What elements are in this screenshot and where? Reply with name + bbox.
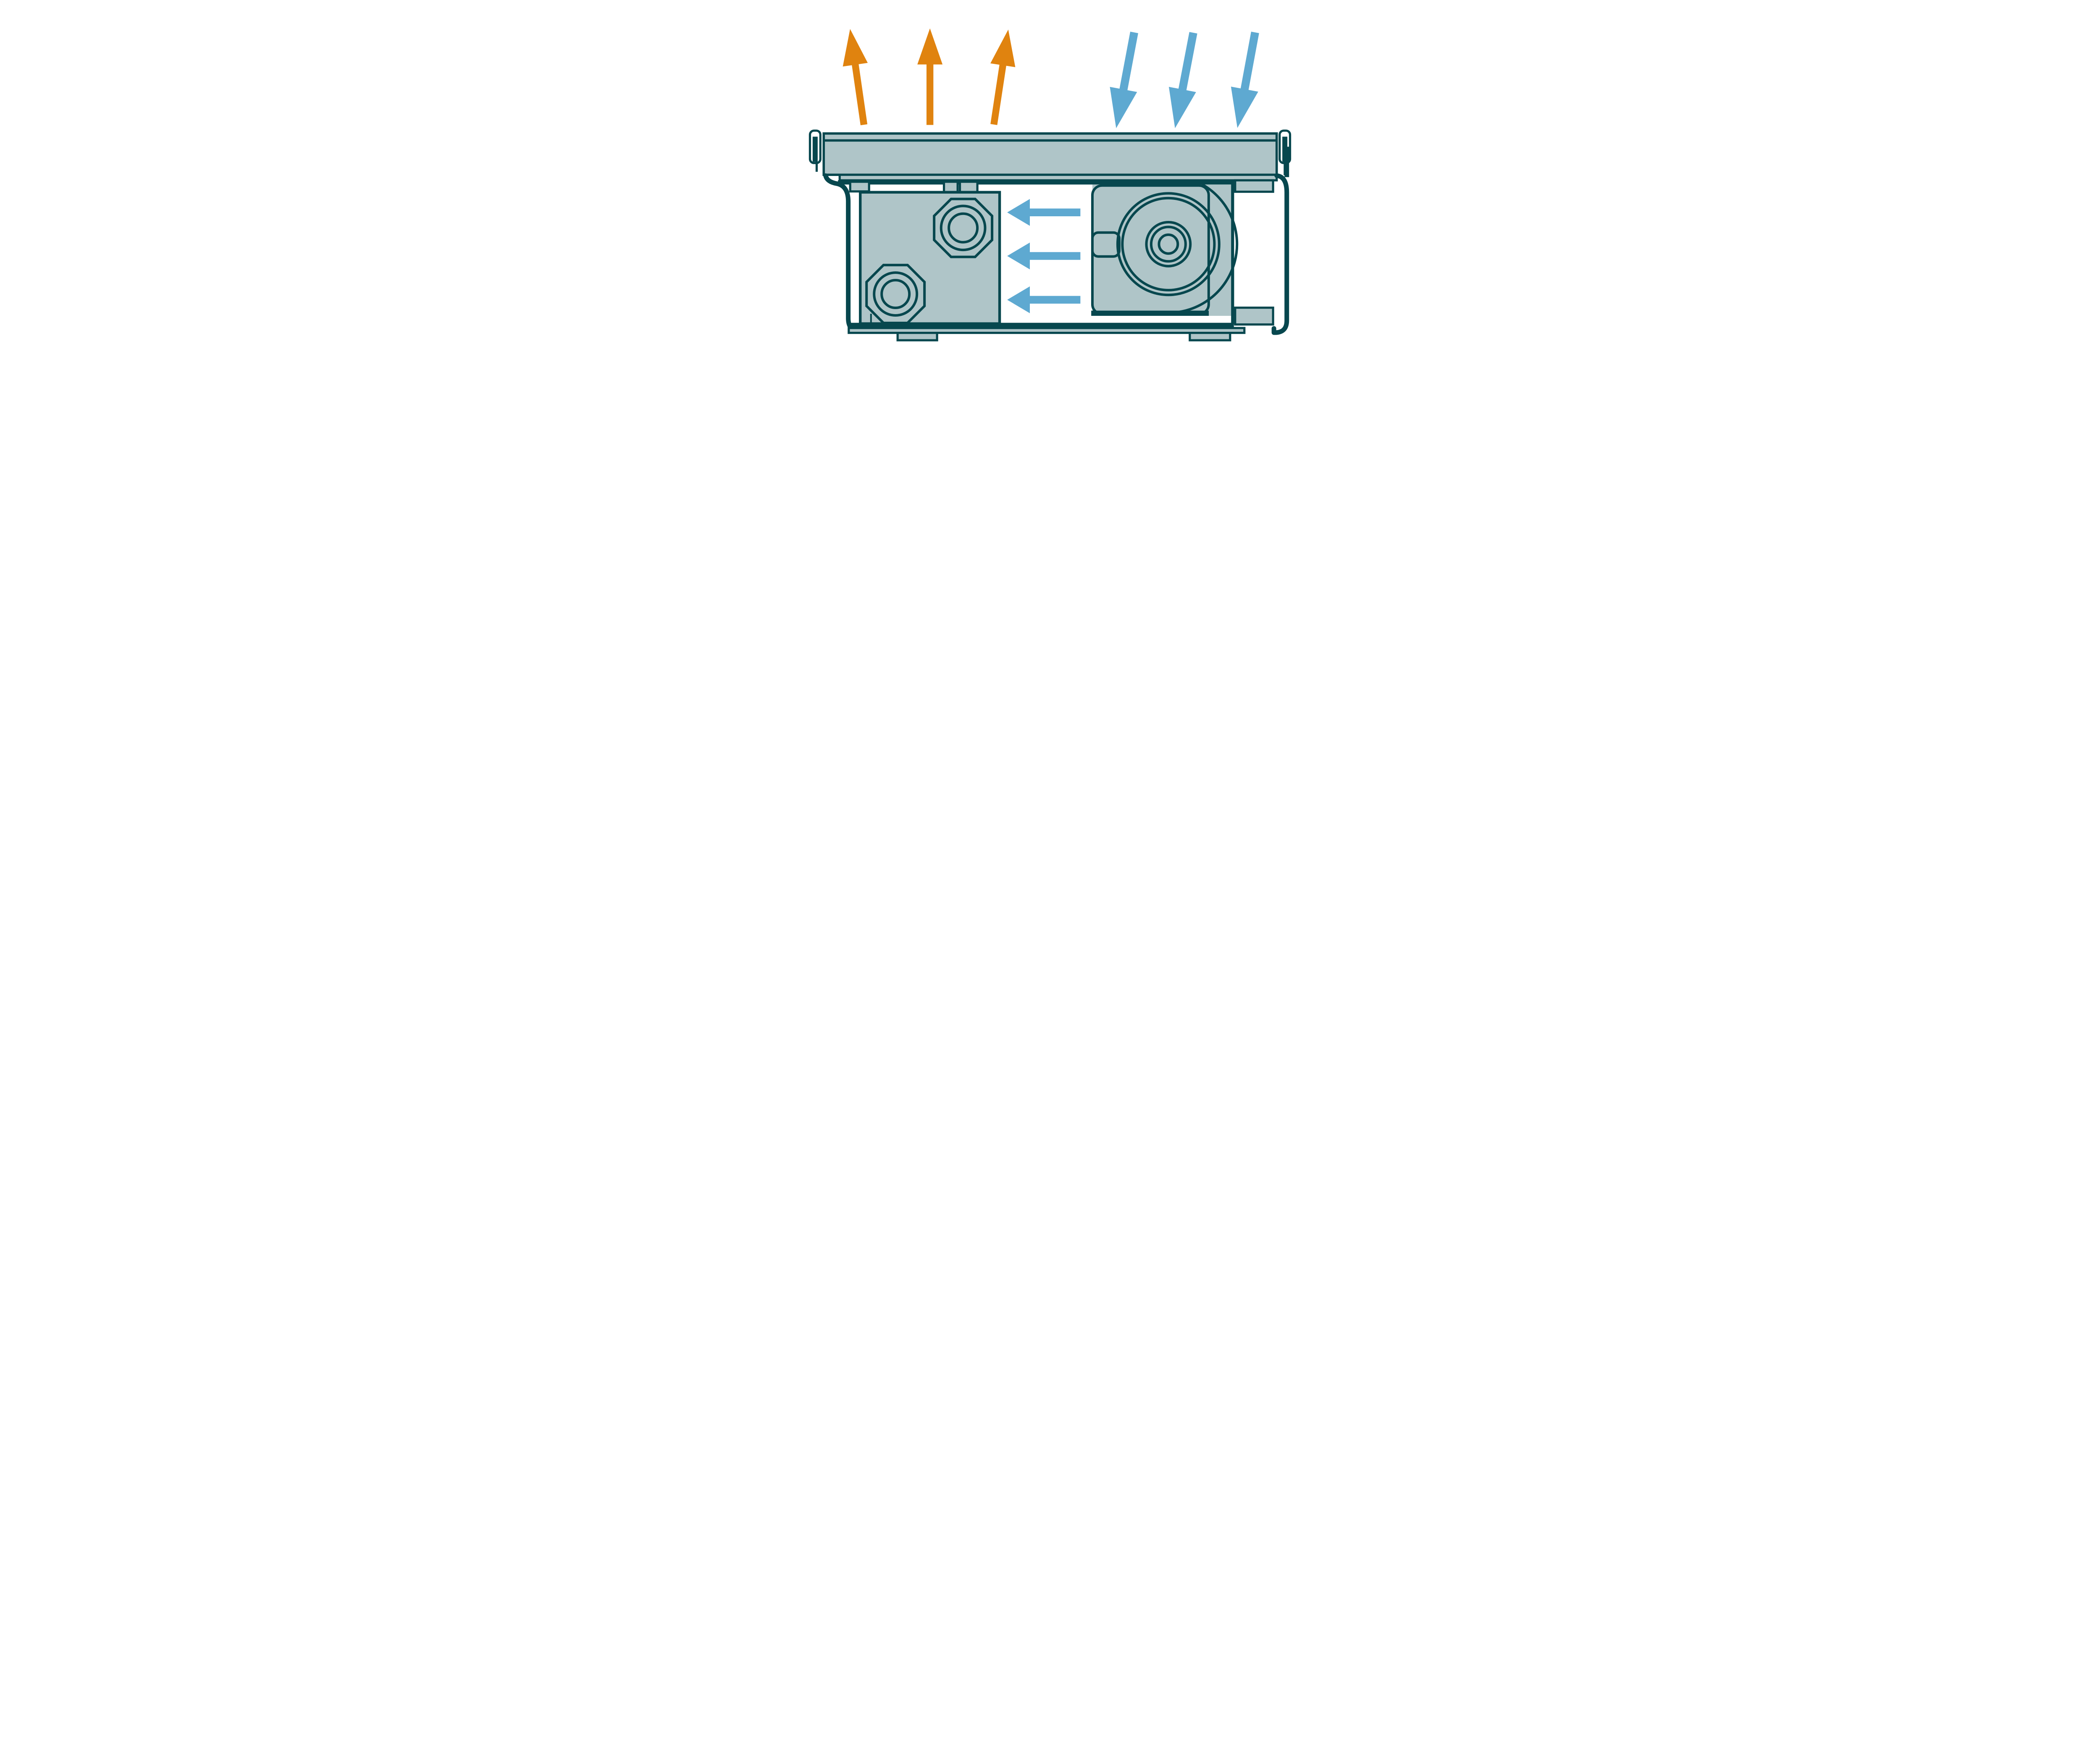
- right-foot: [1189, 332, 1231, 341]
- cool-air-in-arrows-1: [1110, 31, 1138, 129]
- fan-scroll-inner-ring: [1121, 197, 1216, 291]
- hanging-tab-right: [958, 181, 979, 194]
- internal-airflow-arrows-1: [1007, 199, 1081, 226]
- warm-air-out-arrows-2: [917, 28, 943, 125]
- right-tab-bottom: [1234, 307, 1274, 326]
- cool-air-in-arrows-3: [1231, 31, 1259, 128]
- fan-inner-wall: [1231, 180, 1234, 325]
- pipe-lower-inner-ring: [880, 279, 911, 310]
- bottom-rail: [848, 323, 1234, 328]
- fan-hub-outer-ring: [1145, 220, 1192, 268]
- panel-under-flange: [838, 173, 1278, 181]
- warm-air-out-arrows-3: [990, 29, 1016, 125]
- fan-volute-arc: [1167, 183, 1239, 314]
- right-tab-top: [1234, 179, 1274, 193]
- internal-airflow-arrows-3: [1007, 286, 1081, 313]
- flange-bottom-rail: [838, 180, 1234, 185]
- fan-bottom-band: [1091, 310, 1209, 316]
- trench-convector-diagram: [788, 0, 1312, 350]
- left-foot: [896, 332, 938, 341]
- warm-air-out-arrows-1: [843, 29, 868, 126]
- fan-hub-inner-ring: [1158, 233, 1179, 255]
- pipe-upper-outer-ring: [940, 205, 987, 252]
- fan-motor-mount: [1091, 231, 1121, 258]
- pipe-fitting-upper-octagon: [933, 197, 994, 258]
- fan-scroll-outer-ring: [1116, 192, 1221, 296]
- left-wall-tab: [849, 181, 870, 193]
- left-casing-profile: [823, 173, 864, 334]
- convector-cross-section-svg: [788, 0, 1312, 350]
- pipe-upper-inner-ring: [948, 212, 979, 244]
- bottom-plate: [848, 327, 1246, 334]
- cool-air-in-arrows-2: [1168, 32, 1197, 129]
- hanging-tab-left: [942, 181, 959, 194]
- internal-airflow-arrows-2: [1007, 242, 1081, 270]
- left-mount-hook-bar: [812, 136, 818, 162]
- right-casing-profile: [1271, 173, 1289, 335]
- pipe-lower-outer-ring: [873, 271, 919, 317]
- fan-hub-mid-ring: [1150, 226, 1187, 263]
